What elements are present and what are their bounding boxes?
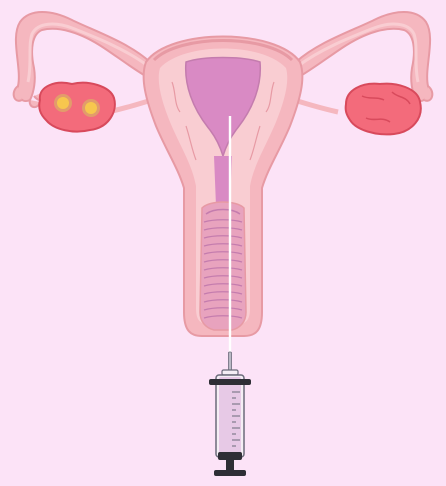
syringe-plunger <box>218 452 242 460</box>
syringe-flange <box>209 379 251 385</box>
follicle-icon <box>54 94 72 112</box>
right-ovary-icon <box>346 84 421 135</box>
vaginal-canal <box>200 202 246 330</box>
left-ovary-icon <box>39 83 115 132</box>
follicle-icon <box>82 99 100 117</box>
syringe-needle <box>229 352 232 372</box>
syringe-thumb-rest <box>214 470 246 476</box>
